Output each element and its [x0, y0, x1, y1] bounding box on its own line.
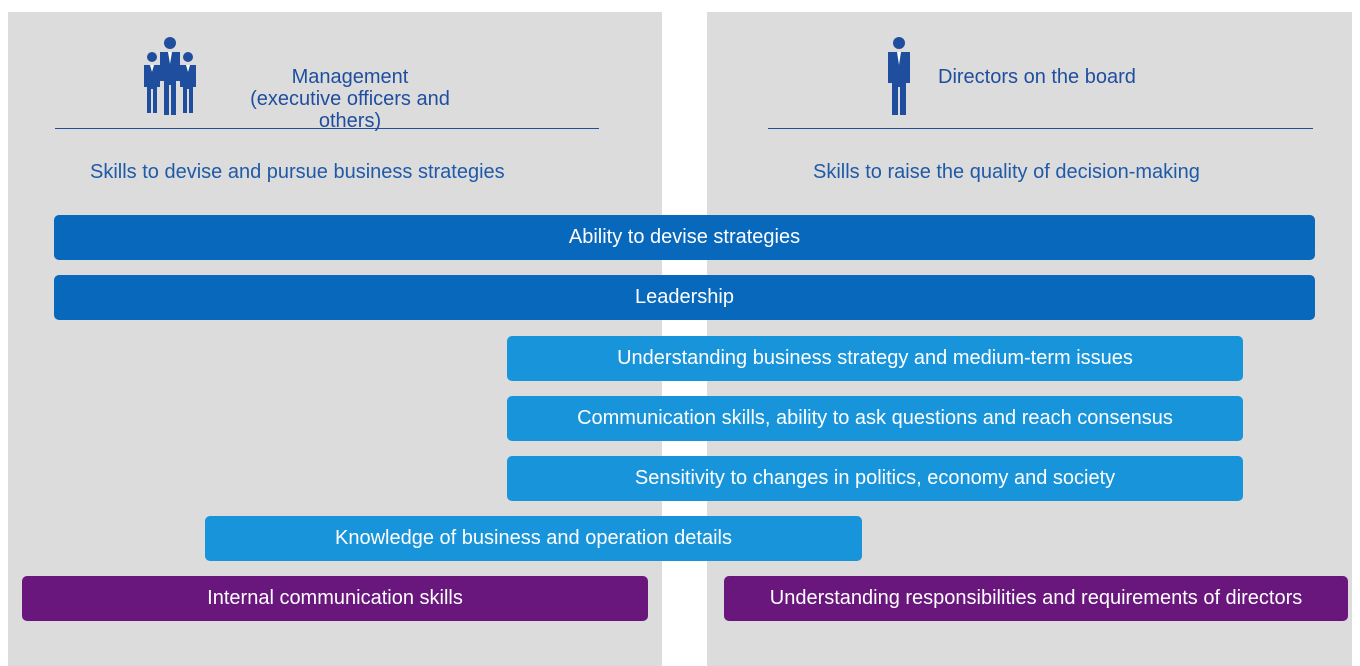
skill-bar-leadership: Leadership	[54, 275, 1315, 320]
skill-bar-business-knowledge: Knowledge of business and operation deta…	[205, 516, 862, 561]
person-icon	[886, 37, 912, 115]
directors-heading: Directors on the board	[938, 66, 1136, 88]
group-of-people-icon	[141, 37, 199, 115]
skill-bar-communication: Communication skills, ability to ask que…	[507, 396, 1243, 441]
management-skills-subheading: Skills to devise and pursue business str…	[90, 161, 505, 183]
directors-skills-subheading: Skills to raise the quality of decision-…	[813, 161, 1200, 183]
management-subtitle: (executive officers and others)	[250, 88, 450, 132]
management-heading: Management (executive officers and other…	[220, 66, 480, 132]
management-divider	[55, 128, 599, 129]
skill-bar-strategy: Ability to devise strategies	[54, 215, 1315, 260]
skill-bar-director-responsibilities: Understanding responsibilities and requi…	[724, 576, 1348, 621]
skill-bar-business-strategy: Understanding business strategy and medi…	[507, 336, 1243, 381]
management-title: Management	[291, 66, 409, 88]
skill-bar-internal-communication: Internal communication skills	[22, 576, 648, 621]
directors-divider	[768, 128, 1313, 129]
skill-bar-sensitivity: Sensitivity to changes in politics, econ…	[507, 456, 1243, 501]
